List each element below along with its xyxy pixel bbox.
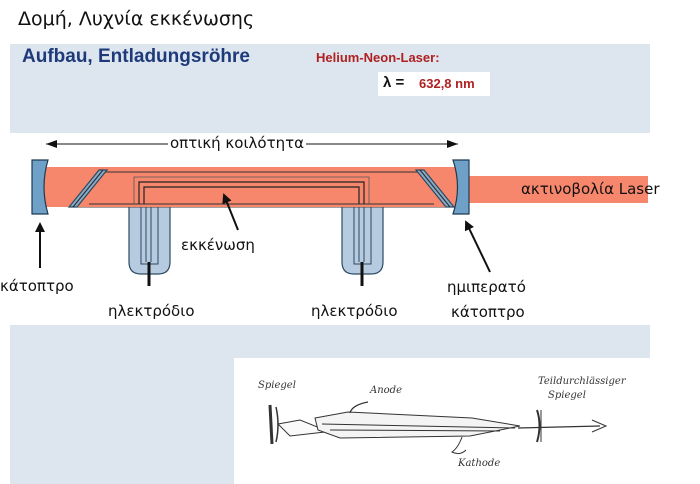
pointer-arrows bbox=[35, 193, 491, 273]
sketch-anode-label: Anode bbox=[370, 385, 403, 396]
laser-radiation-label: ακτινοβολία Laser bbox=[521, 180, 660, 198]
brewster-window-left bbox=[67, 169, 109, 208]
discharge-label: εκκένωση bbox=[181, 236, 255, 254]
laser-name: Helium-Neon-Laser: bbox=[316, 50, 440, 65]
wavelength-box bbox=[378, 72, 490, 96]
sketch-partial-mirror-label-1: Teildurchlässiger bbox=[538, 376, 626, 387]
slide-title: Δομή, Λυχνία εκκένωσης bbox=[18, 8, 255, 30]
diagram-panel bbox=[10, 133, 650, 325]
sketch-partial-mirror-label-2: Spiegel bbox=[548, 390, 586, 401]
semi-mirror-label-line1: ημιπερατό bbox=[447, 278, 526, 296]
mirror-right bbox=[452, 159, 470, 215]
wavelength-symbol: λ = bbox=[383, 74, 405, 91]
discharge-capillary bbox=[89, 171, 434, 205]
wavelength-value: 632,8 nm bbox=[419, 76, 475, 91]
slide-subtitle: Aufbau, Entladungsröhre bbox=[22, 46, 250, 67]
electrode-label-right: ηλεκτρόδιο bbox=[311, 302, 398, 320]
optical-cavity-label: οπτική κοιλότητα bbox=[168, 134, 307, 152]
mirror-left bbox=[31, 159, 49, 215]
sketch-spiegel-label: Spiegel bbox=[258, 380, 296, 391]
handdrawn-sketch bbox=[268, 401, 608, 455]
sketch-kathode-label: Kathode bbox=[458, 458, 501, 469]
electrode-label-left: ηλεκτρόδιο bbox=[108, 302, 195, 320]
semi-mirror-label-line2: κάτοπτρο bbox=[451, 303, 525, 321]
mirror-label: κάτοπτρο bbox=[0, 277, 74, 295]
brewster-window-right bbox=[414, 169, 456, 208]
